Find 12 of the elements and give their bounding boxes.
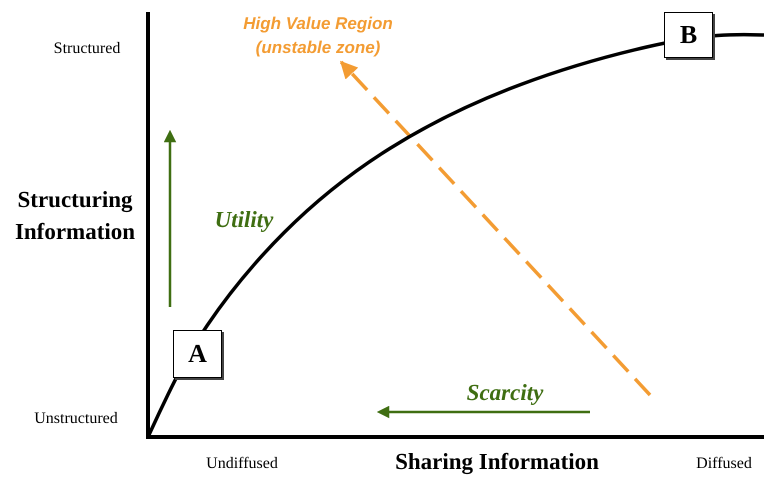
axis-title: Sharing Information bbox=[395, 449, 599, 475]
axis-title: Structuring Information bbox=[14, 186, 136, 246]
direction-label: Utility bbox=[214, 207, 274, 233]
letter-box: A bbox=[173, 330, 222, 378]
arrow bbox=[340, 60, 652, 396]
axis-tick-label: Unstructured bbox=[34, 410, 118, 428]
region-label: High Value Region (unstable zone) bbox=[222, 12, 414, 62]
letter-box: B bbox=[664, 12, 713, 58]
axis-tick-label: Undiffused bbox=[206, 455, 278, 473]
axis-tick-label: Diffused bbox=[696, 455, 752, 473]
direction-label: Scarcity bbox=[466, 380, 544, 406]
axis-tick-label: Structured bbox=[54, 40, 120, 58]
